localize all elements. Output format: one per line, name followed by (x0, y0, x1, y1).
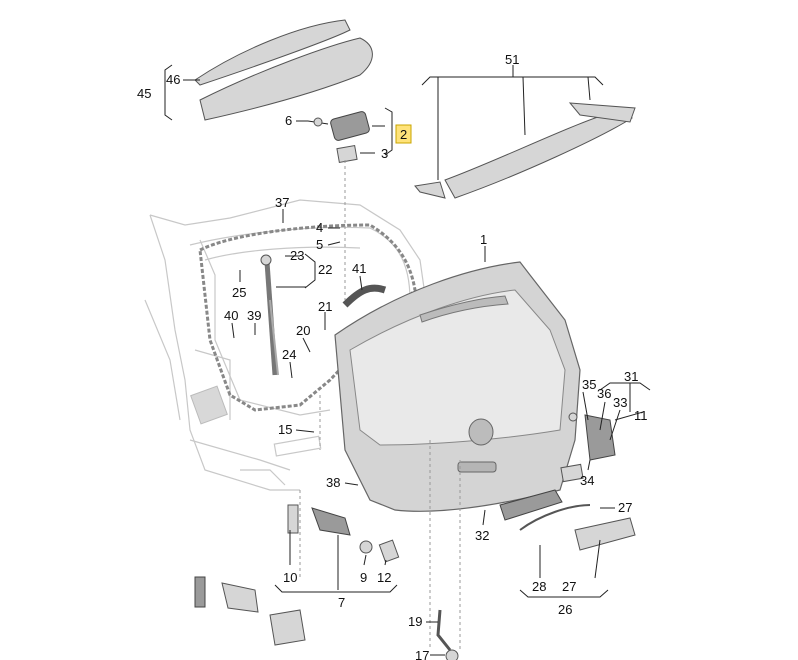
latch-mechanism (560, 412, 616, 483)
actuator-parts (194, 576, 306, 646)
callout-45[interactable]: 45 (137, 86, 151, 101)
callout-7[interactable]: 7 (338, 595, 345, 610)
guide-lines (299, 160, 461, 650)
rear-spoiler-upper (194, 19, 373, 121)
callout-41[interactable]: 41 (352, 261, 366, 276)
gas-strut (260, 254, 279, 376)
callout-15[interactable]: 15 (278, 422, 292, 437)
callout-4[interactable]: 4 (316, 220, 323, 235)
callout-38[interactable]: 38 (326, 475, 340, 490)
callout-2[interactable]: 2 (400, 127, 407, 142)
callout-39[interactable]: 39 (247, 308, 261, 323)
callout-10[interactable]: 10 (283, 570, 297, 585)
callout-36[interactable]: 36 (597, 386, 611, 401)
callout-1[interactable]: 1 (480, 232, 487, 247)
callout-3[interactable]: 3 (381, 146, 388, 161)
callout-22[interactable]: 22 (318, 262, 332, 277)
callout-31[interactable]: 31 (624, 369, 638, 384)
tailgate-handle (499, 489, 636, 551)
callout-27-lower[interactable]: 27 (562, 579, 576, 594)
callout-19[interactable]: 19 (408, 614, 422, 629)
callout-26[interactable]: 26 (558, 602, 572, 617)
wiring-grommet (342, 284, 387, 308)
callout-32[interactable]: 32 (475, 528, 489, 543)
callout-11[interactable]: 11 (634, 408, 648, 423)
callout-25[interactable]: 25 (232, 285, 246, 300)
callout-27-upper[interactable]: 27 (618, 500, 632, 515)
callout-21[interactable]: 21 (318, 299, 332, 314)
callout-9[interactable]: 9 (360, 570, 367, 585)
callout-17[interactable]: 17 (415, 648, 429, 660)
callout-51[interactable]: 51 (505, 52, 519, 67)
brake-light-assembly (307, 111, 370, 164)
callout-23[interactable]: 23 (290, 248, 304, 263)
callout-34[interactable]: 34 (580, 473, 594, 488)
linkage-rod (436, 609, 459, 660)
car-body-outline (144, 199, 431, 491)
callout-33[interactable]: 33 (613, 395, 627, 410)
callout-24[interactable]: 24 (282, 347, 296, 362)
callout-12[interactable]: 12 (377, 570, 391, 585)
tailgate-panel (334, 261, 581, 512)
leader-lines (164, 64, 651, 656)
callout-highlight-2 (395, 124, 412, 144)
callout-6[interactable]: 6 (285, 113, 292, 128)
callout-5[interactable]: 5 (316, 237, 323, 252)
callout-28[interactable]: 28 (532, 579, 546, 594)
callout-35[interactable]: 35 (582, 377, 596, 392)
lock-cylinder (287, 504, 400, 563)
rear-spoiler-right (414, 102, 636, 199)
callout-20[interactable]: 20 (296, 323, 310, 338)
callout-labels: 46 45 6 2 3 51 37 4 5 1 23 22 25 41 40 3… (137, 52, 648, 660)
callout-40[interactable]: 40 (224, 308, 238, 323)
callout-37[interactable]: 37 (275, 195, 289, 210)
callout-46[interactable]: 46 (166, 72, 180, 87)
